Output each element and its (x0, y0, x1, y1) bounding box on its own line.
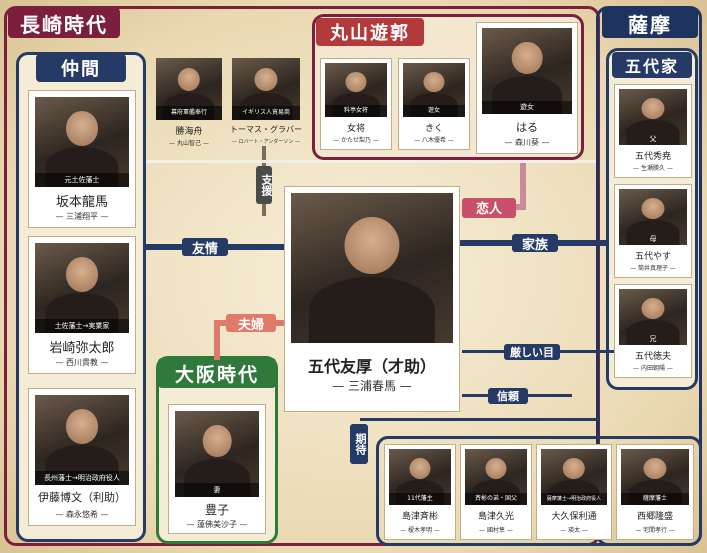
character-role: 土佐藩士→実業家 (35, 319, 129, 333)
toyoko-card[interactable]: 妻 豊子 — 蓮佛美沙子 — (168, 404, 266, 534)
character-role: 薩摩藩士→明治政府役人 (541, 493, 607, 505)
actor-name: — 八木優希 — (414, 137, 454, 144)
nakama-card-3[interactable]: 長州藩士→明治政府役人 伊藤博文（利助） — 森永悠希 — (28, 388, 136, 526)
character-name: 女将 (346, 124, 365, 134)
character-role: 遊女 (403, 105, 465, 117)
character-role: 料亭女将 (325, 105, 387, 117)
godai-card-1[interactable]: 父 五代秀尭 — 生瀬勝久 — (614, 84, 692, 178)
character-name: トーマス・グラバー (230, 125, 302, 134)
actor-name: — ロバート・アンダーソン — (232, 139, 300, 145)
trust-label: 信頼 (488, 388, 528, 404)
actor-name: — 丸山智己 — (169, 140, 209, 147)
actor-name: — 榎木孝明 — (400, 527, 440, 534)
marriage-line-v (214, 320, 220, 360)
character-role: 長州藩士→明治政府役人 (35, 471, 129, 485)
maruyama-label: 丸山遊郭 (316, 18, 424, 46)
actor-name: — 筒井真理子 — (630, 265, 676, 272)
actor-name: — 森永悠希 — (55, 510, 109, 519)
character-role: 母 (649, 235, 657, 243)
glover-card[interactable]: イギリス人貿易商 トーマス・グラバー — ロバート・アンダーソン — (228, 58, 304, 152)
katsu-card[interactable]: 幕府軍艦奉行 勝海舟 — 丸山智己 — (152, 58, 226, 152)
character-name: 岩崎弥太郎 (49, 341, 115, 356)
character-name: 五代やす (634, 252, 671, 262)
nagasaki-label: 長崎時代 (8, 8, 120, 38)
family-label: 家族 (512, 234, 558, 253)
character-role: 斉彬の弟・国父 (465, 493, 527, 505)
actor-name: — 宅間孝行 — (635, 527, 675, 534)
marriage-label: 夫婦 (226, 314, 276, 333)
maruyama-card-2[interactable]: 遊女 きく — 八木優希 — (398, 58, 470, 150)
actor-name: — かたせ梨乃 — (333, 137, 379, 144)
osaka-label: 大阪時代 (158, 358, 276, 388)
main-character-photo (291, 193, 453, 343)
satsuma-lords-frame (376, 436, 702, 546)
actor-name: — 生瀬勝久 — (633, 165, 673, 172)
character-name: はる (516, 121, 538, 134)
character-role: 妻 (175, 483, 259, 497)
actor-name: — 蓮佛美沙子 — (186, 520, 248, 529)
godaike-label: 五代家 (612, 52, 692, 78)
lover-line-up (520, 160, 526, 210)
character-role: 幕府軍艦奉行 (156, 106, 222, 120)
satsuma-card-4[interactable]: 薩摩藩士 西郷隆盛 — 宅間孝行 — (616, 444, 694, 540)
character-name: 勝海舟 (175, 127, 203, 137)
character-name: 五代徳夫 (634, 352, 671, 362)
character-name: 島津斉彬 (401, 512, 438, 522)
lover-label: 恋人 (462, 198, 516, 218)
character-name: 五代秀尭 (634, 152, 671, 162)
expect-line (360, 418, 600, 421)
maruyama-card-1[interactable]: 料亭女将 女将 — かたせ梨乃 — (320, 58, 392, 150)
strict-label: 厳しい目 (504, 344, 560, 360)
character-role: 薩摩藩士 (621, 493, 689, 505)
satsuma-card-1[interactable]: 11代藩主 島津斉彬 — 榎木孝明 — (384, 444, 456, 540)
top-loop-line (146, 160, 596, 163)
satsuma-card-3[interactable]: 薩摩藩士→明治政府役人 大久保利通 — 瑛太 — (536, 444, 612, 540)
character-name: 島津久光 (477, 512, 514, 522)
actor-name: — 瑛太 — (560, 527, 588, 534)
character-name: 西郷隆盛 (636, 512, 673, 522)
character-name: 大久保利通 (551, 512, 597, 522)
character-name: 豊子 (204, 503, 229, 517)
character-role: 元土佐藩士 (35, 173, 129, 187)
godai-card-3[interactable]: 兄 五代徳夫 — 内田朝陽 — (614, 284, 692, 378)
character-name: 坂本龍馬 (55, 195, 108, 210)
character-name: きく (424, 124, 443, 134)
character-role: 遊女 (482, 101, 572, 114)
satsuma-label: 薩摩 (602, 8, 698, 38)
main-character-card[interactable]: 五代友厚（才助） — 三浦春馬 — (284, 186, 460, 412)
friendship-label: 友情 (182, 238, 228, 257)
character-role: イギリス人貿易商 (232, 106, 300, 120)
satsuma-card-2[interactable]: 斉彬の弟・国父 島津久光 — 國村隼 — (460, 444, 532, 540)
support-label: 支援 (256, 166, 273, 204)
nakama-card-1[interactable]: 元土佐藩士 坂本龍馬 — 三浦翔平 — (28, 90, 136, 228)
actor-name: — 國村隼 — (479, 527, 513, 534)
character-name: 伊藤博文（利助） (38, 491, 126, 504)
maruyama-card-3[interactable]: 遊女 はる — 森川葵 — (476, 22, 578, 154)
character-role: 父 (649, 135, 657, 143)
nakama-card-2[interactable]: 土佐藩士→実業家 岩崎弥太郎 — 西川貴教 — (28, 236, 136, 374)
actor-name: — 三浦翔平 — (55, 212, 109, 221)
character-role: 11代藩主 (389, 493, 451, 505)
main-character-name: 五代友厚（才助） (307, 357, 436, 376)
character-role: 兄 (649, 335, 657, 343)
actor-name: — 内田朝陽 — (633, 365, 673, 372)
actor-name: — 森川葵 — (504, 138, 550, 147)
nakama-label: 仲間 (36, 54, 126, 82)
expectation-label: 期待 (350, 424, 368, 464)
main-character-actor: — 三浦春馬 — (332, 379, 412, 393)
actor-name: — 西川貴教 — (55, 358, 109, 367)
godai-card-2[interactable]: 母 五代やす — 筒井真理子 — (614, 184, 692, 278)
